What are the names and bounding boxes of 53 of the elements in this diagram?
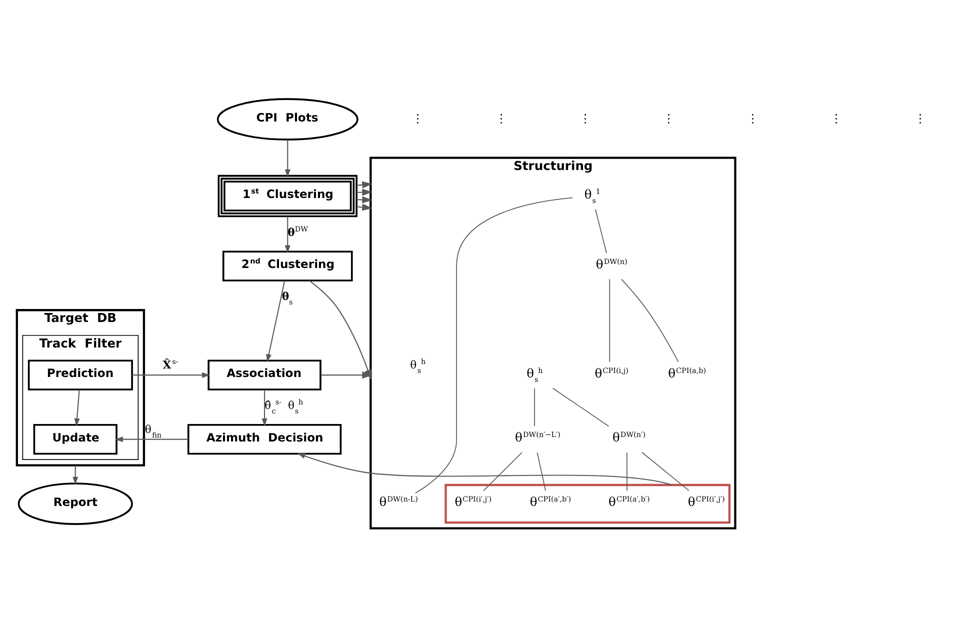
edge-label: θ$_{s}$ xyxy=(282,290,293,306)
node-box: Azimuth Decision xyxy=(187,424,342,455)
label: ⋮ xyxy=(746,111,759,126)
arrow xyxy=(72,465,78,485)
node-text: θ$^{CPI(a′,b′)}$ xyxy=(530,494,572,510)
arrow xyxy=(284,140,290,178)
label: ⋮ xyxy=(914,111,926,126)
edge-label: X̂$^{s-}$ xyxy=(162,357,178,372)
connector xyxy=(621,278,679,362)
arrow xyxy=(297,453,672,486)
node-text: θ$^{CPI(i,j)}$ xyxy=(594,366,628,380)
arrow xyxy=(356,196,372,204)
connector xyxy=(536,452,546,492)
node-box: 1$^{st}$ Clustering xyxy=(218,174,358,218)
connector xyxy=(642,452,690,492)
node-text: θ$^{DW(n′)}$ xyxy=(612,430,646,445)
connector xyxy=(534,388,535,427)
node-box: Prediction xyxy=(28,360,133,390)
node-ellipse: Report xyxy=(18,482,133,525)
label: ⋮ xyxy=(663,111,676,126)
connector xyxy=(483,452,522,492)
arrow xyxy=(356,204,372,211)
node-text: θ$^{DW(n-L)}$ xyxy=(379,494,418,510)
node-ellipse: CPI Plots xyxy=(216,98,358,140)
arrow xyxy=(284,216,290,254)
arrow xyxy=(262,390,268,426)
label: ⋮ xyxy=(579,111,592,126)
edge-label: θ$_{fin}$ xyxy=(144,422,162,440)
connector xyxy=(415,197,573,494)
arrow xyxy=(74,390,80,426)
connector xyxy=(595,208,607,254)
node-text: θ$^{CPI(a′,b′)}$ xyxy=(608,494,650,510)
arrow xyxy=(320,372,372,379)
connector xyxy=(609,278,610,362)
node-box: Update xyxy=(33,424,118,455)
connector xyxy=(552,388,610,427)
node-text: θ$^{CPI(a,b)}$ xyxy=(668,366,706,380)
arrow xyxy=(266,280,286,362)
edge-label: θ$^{DW}$ xyxy=(288,224,308,239)
arrow xyxy=(132,372,210,378)
node-text: θ$^{CPI(i′,j′)}$ xyxy=(688,494,725,510)
node-box: Association xyxy=(208,360,322,390)
cluster xyxy=(444,484,731,524)
node-text: θ$^{DW(n′−L′)}$ xyxy=(515,430,561,445)
label: ⋮ xyxy=(830,111,843,126)
connector xyxy=(626,452,628,492)
node-box: 2$^{nd}$ Clustering xyxy=(222,250,353,282)
arrow xyxy=(356,181,372,188)
node-text: θ$^{CPI(i′,j′)}$ xyxy=(454,494,492,510)
label: ⋮ xyxy=(412,111,424,126)
node-text: θ$^{DW(n)}$ xyxy=(596,256,628,272)
label: ⋮ xyxy=(496,111,508,126)
arrow xyxy=(115,436,188,442)
